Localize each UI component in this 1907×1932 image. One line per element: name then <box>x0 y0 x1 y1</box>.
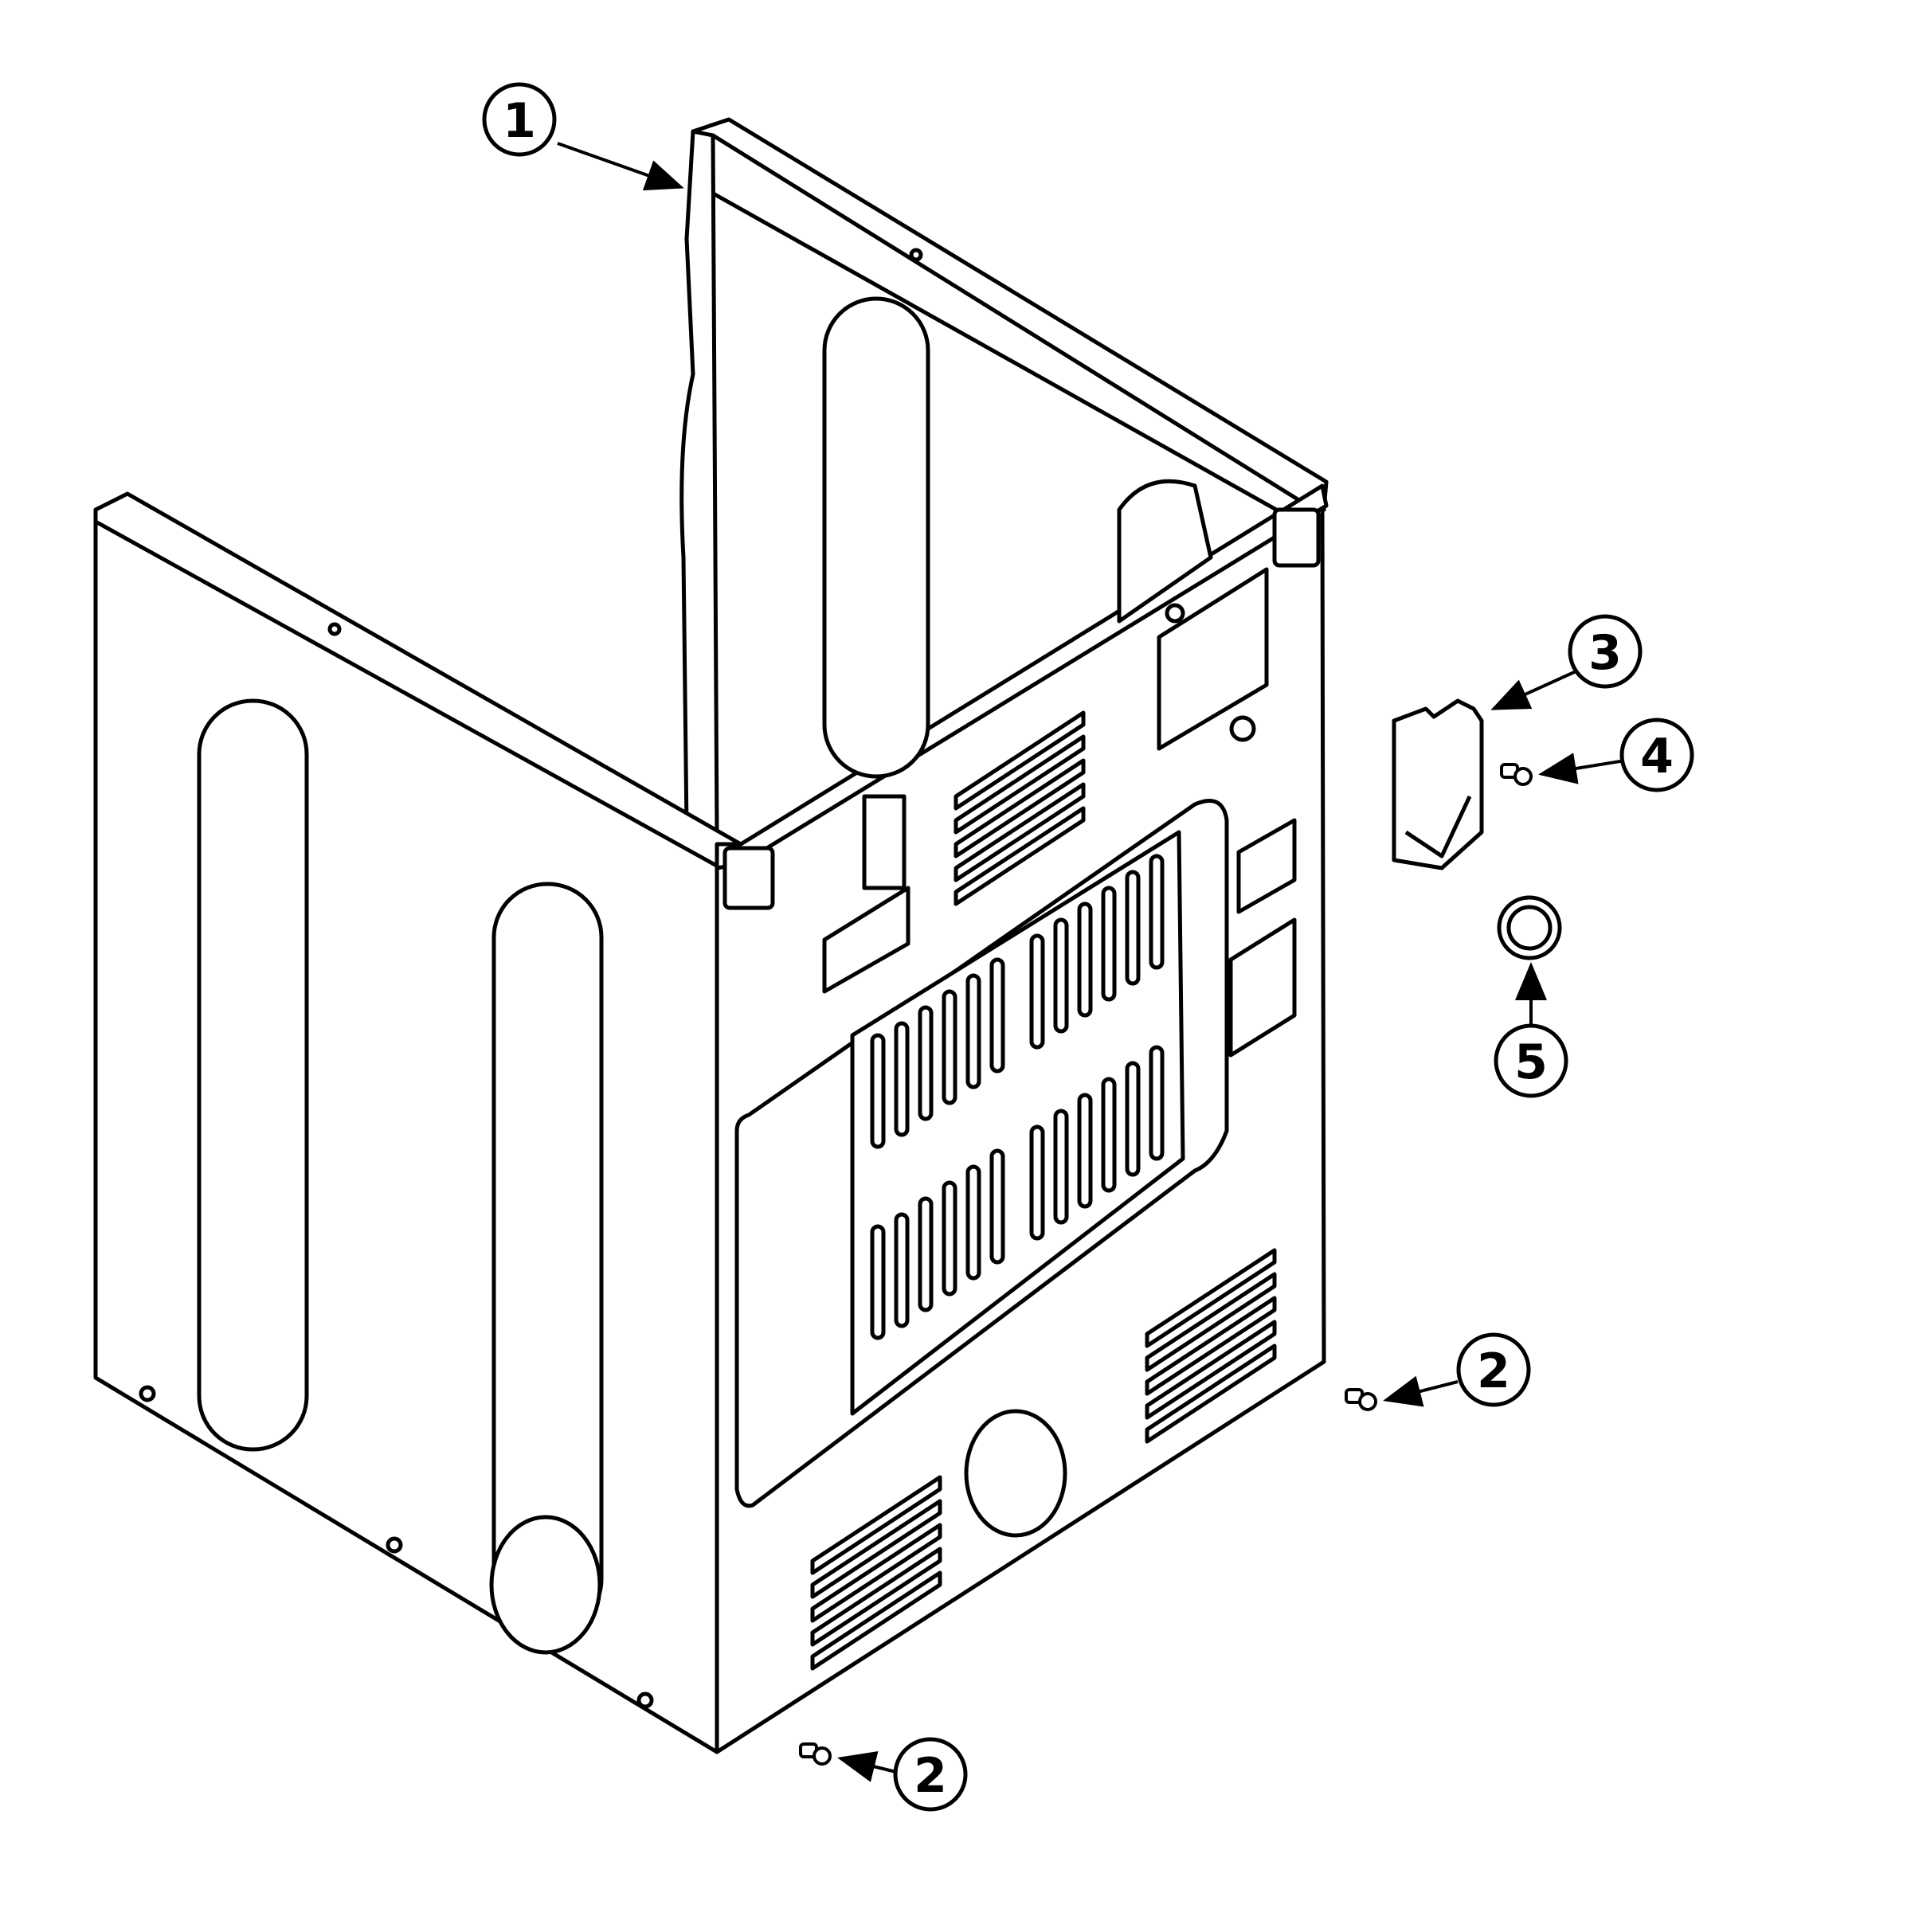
callout-1: 1 <box>482 82 557 157</box>
callout-2b: 2 <box>893 1737 968 1812</box>
callout-5: 5 <box>1494 1023 1568 1098</box>
louver-group-upper-right <box>1029 854 1165 1050</box>
mounting-holes <box>139 248 1256 1709</box>
callout-5-label: 5 <box>1514 1034 1548 1090</box>
rear-frame-edge <box>711 133 1316 512</box>
front-louver-frame <box>850 830 1185 1416</box>
louver-group-lower-right <box>1029 1045 1165 1241</box>
vent-slots-top <box>954 710 1086 906</box>
callout-3: 3 <box>1568 614 1643 689</box>
front-label-area-3 <box>1236 818 1297 914</box>
callout-4-label: 4 <box>1640 729 1674 784</box>
part-bracket <box>1392 698 1484 870</box>
part-ring-5 <box>1497 895 1562 960</box>
callout-4: 4 <box>1619 718 1694 792</box>
rear-oval-cutout <box>822 296 930 779</box>
front-access-cutout <box>1157 567 1269 751</box>
front-label-area-2 <box>822 886 910 994</box>
callout-1-label: 1 <box>503 93 536 149</box>
callout-3-label: 3 <box>1588 625 1622 681</box>
corner-bracket-right <box>1272 507 1321 568</box>
louver-group-upper-left <box>870 957 1005 1149</box>
vent-slots-lower-left <box>810 1475 942 1671</box>
front-center-frame <box>734 799 1229 1508</box>
front-label-area-1 <box>862 794 907 890</box>
part-screw-4 <box>1500 763 1533 786</box>
louver-group-lower-left <box>870 1148 1005 1340</box>
callout-2b-label: 2 <box>914 1748 947 1804</box>
left-oval-cutout-1 <box>197 698 309 1452</box>
left-side-panel <box>93 491 743 1754</box>
leader-lines <box>557 142 1626 1782</box>
corner-bracket-left <box>722 846 775 910</box>
vent-slots-lower-right <box>1145 1248 1277 1444</box>
left-panel-top-edge <box>94 519 722 870</box>
rear-frame-side <box>679 129 719 839</box>
cabinet-assembly <box>93 117 1329 1754</box>
left-round-opening <box>489 1515 602 1655</box>
rear-round-cutout <box>1117 479 1213 624</box>
part-screw-2b <box>799 1742 832 1766</box>
callout-2a: 2 <box>1456 1332 1531 1407</box>
callout-2a-label: 2 <box>1477 1343 1510 1399</box>
front-round-opening <box>964 1409 1067 1538</box>
part-screw-2a <box>1345 1388 1377 1411</box>
front-label-area-4 <box>1228 917 1297 1058</box>
